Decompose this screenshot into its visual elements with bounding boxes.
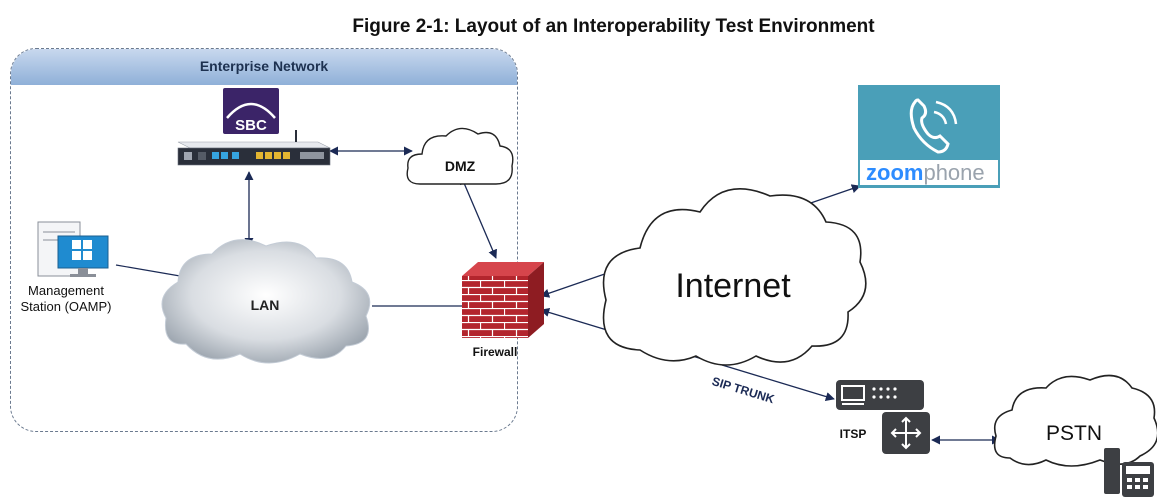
internet-cloud: Internet	[602, 188, 867, 366]
arrow-dmz-firewall	[460, 175, 497, 259]
firewall-label: Firewall	[473, 345, 518, 359]
dmz-cloud: DMZ	[406, 127, 514, 185]
enterprise-network-boundary	[10, 48, 518, 432]
link-station-lan	[115, 264, 181, 277]
itsp-device	[836, 380, 930, 454]
management-station-label-line2: Station (OAMP)	[20, 299, 111, 314]
zoomphone-tile: zoomphone	[858, 85, 1000, 188]
pstn-cloud: PSTN	[993, 374, 1157, 467]
management-station-icon	[37, 221, 109, 277]
lan-label: LAN	[251, 297, 280, 313]
management-station-label-line1: Management	[28, 283, 104, 298]
dmz-label: DMZ	[445, 158, 476, 174]
phone-handset-icon	[909, 98, 950, 154]
firewall-icon	[462, 262, 544, 338]
enterprise-network-label: Enterprise Network	[199, 58, 329, 74]
figure-title: Figure 2-1: Layout of an Interoperabilit…	[352, 16, 875, 37]
itsp-label: ITSP	[840, 427, 867, 441]
enterprise-network-header	[11, 49, 517, 85]
sbc-label: SBC	[235, 117, 267, 134]
zoom-wordmark: zoomphone	[866, 160, 985, 185]
lan-cloud: LAN	[161, 239, 371, 364]
internet-label: Internet	[675, 267, 791, 305]
desk-phone-icon	[1104, 448, 1154, 497]
sbc-device: SBC	[177, 88, 331, 166]
pstn-label: PSTN	[1046, 422, 1102, 445]
